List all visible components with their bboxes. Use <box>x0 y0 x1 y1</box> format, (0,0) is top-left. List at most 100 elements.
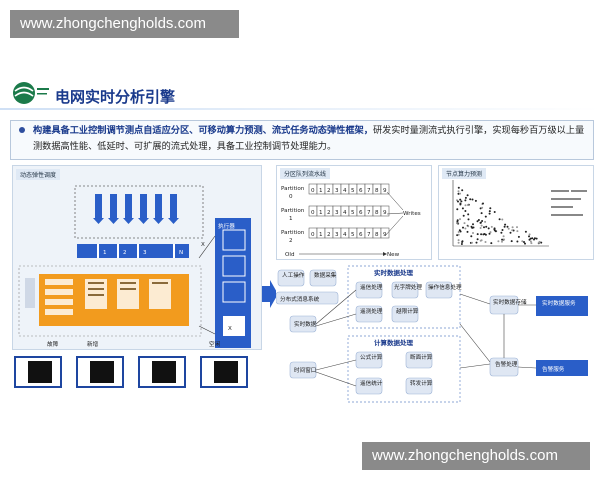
scatter-point <box>506 225 509 228</box>
description-box: 构建具备工业控制调节测点自适应分区、可移动算力预测、流式任务动态弹性框架，研发实… <box>10 120 594 160</box>
scatter-point <box>459 192 461 195</box>
partition-cell-label: 1 <box>319 188 323 194</box>
scatter-point <box>533 238 535 241</box>
watermark-bottom: www.zhongchengholds.com <box>362 442 590 470</box>
partition-cell-label: 0 <box>311 210 315 216</box>
scatter-point <box>485 225 488 228</box>
watermark-top: www.zhongchengholds.com <box>10 10 239 38</box>
partition-cell-label: 7 <box>367 188 371 194</box>
scatter-point <box>489 207 492 210</box>
panel-flow: 人工操作 数据采集 分布式消息系统 实时数据 时间窗口 实时数据处理 计算数据处… <box>276 264 594 404</box>
partition-cell-label: 8 <box>375 210 379 216</box>
scatter-point <box>488 210 491 213</box>
label-idle: 空闲 <box>209 340 221 348</box>
scatter-point <box>511 229 514 232</box>
scatter-point <box>511 226 514 229</box>
scatter-point <box>538 240 541 243</box>
scatter-point <box>482 202 484 205</box>
rt-node-5: 越限计算 <box>396 307 419 315</box>
scatter-point <box>470 235 473 238</box>
scatter-point <box>459 203 462 206</box>
partition-cell-label: 1 <box>319 232 323 238</box>
scatter-point <box>477 219 480 221</box>
x-mark-top: X <box>201 242 205 248</box>
scatter-point <box>467 218 470 221</box>
scatter-point <box>462 226 464 229</box>
partition-cell-label: 6 <box>359 232 363 238</box>
rt-node-1: 遥信处理 <box>360 283 383 291</box>
scatter-point <box>457 233 460 236</box>
scatter-point <box>484 220 487 223</box>
scatter-point <box>521 240 524 243</box>
scatter-point <box>523 241 525 243</box>
partition-cell-label: 6 <box>359 188 363 194</box>
queue-item-n: N <box>179 250 183 256</box>
server-1 <box>14 356 62 388</box>
scatter-point <box>480 212 483 215</box>
scatter-point <box>466 204 469 206</box>
scatter-point <box>507 227 510 230</box>
scatter-point <box>504 223 507 226</box>
partition-1-index: 1 <box>289 216 293 222</box>
executor-x-mark: X <box>228 326 232 332</box>
partition-2-name: Partition <box>281 230 305 236</box>
partition-cell-label: 7 <box>367 210 371 216</box>
scatter-point <box>484 241 487 243</box>
bullet-icon <box>19 127 25 133</box>
flow-time-window: 时间窗口 <box>294 366 316 374</box>
scatter-point <box>464 227 467 230</box>
scatter-point <box>462 214 465 217</box>
scatter-point <box>501 238 504 241</box>
scatter-point <box>493 211 496 213</box>
scatter-point <box>516 226 518 229</box>
scatter-point <box>493 227 496 230</box>
partition-cell-label: 2 <box>327 232 331 238</box>
scatter-point <box>472 223 474 226</box>
scatter-point <box>498 218 501 221</box>
description-rest: 研发实时量测流式执行引擎，实现每秒百万级以上量测数据高性能、低延时、可扩展的流式… <box>33 125 585 152</box>
realtime-store: 实时数据存储 <box>493 298 527 306</box>
partition-cell-label: 0 <box>311 188 315 194</box>
partition-cell-label: 8 <box>375 188 379 194</box>
slide: 电网实时分析引擎 构建具备工业控制调节测点自适应分区、可移动算力预测、流式任务动… <box>0 70 600 410</box>
panel-node-prediction: 节点算力预测 <box>438 165 594 260</box>
partition-0-name: Partition <box>281 186 305 192</box>
scatter-point <box>463 222 466 225</box>
description-bold: 构建具备工业控制调节测点自适应分区、可移动算力预测、流式任务动态弹性框架， <box>33 125 373 136</box>
scatter-point <box>475 241 478 244</box>
scatter-point <box>479 207 482 210</box>
partition-cell-label: 5 <box>351 210 355 216</box>
cp-node-1: 公式计算 <box>360 353 383 361</box>
server-2-icon <box>90 361 114 383</box>
scatter-point <box>489 231 492 234</box>
scatter-point <box>464 210 467 212</box>
scatter-point <box>479 239 482 242</box>
partition-cell-label: 5 <box>351 188 355 194</box>
scatter-point <box>479 227 482 229</box>
scatter-point <box>467 225 470 228</box>
page-title: 电网实时分析引擎 <box>55 88 176 106</box>
server-3 <box>138 356 186 388</box>
scatter-point <box>490 225 493 228</box>
flow-input-2: 数据采集 <box>314 271 337 279</box>
scatter-point <box>483 226 485 229</box>
scatter-point <box>503 225 506 228</box>
scatter-point <box>490 242 493 245</box>
flow-input-1: 人工操作 <box>282 271 305 279</box>
rt-node-3: 操作信息处理 <box>428 283 462 291</box>
scatter-point <box>487 227 490 230</box>
scatter-point <box>467 213 470 216</box>
prediction-scatter <box>452 180 587 247</box>
partition-cell-label: 2 <box>327 188 331 194</box>
scatter-point <box>528 233 531 236</box>
scatter-point <box>460 243 463 245</box>
cp-node-4: 转发计算 <box>410 379 433 387</box>
scatter-point <box>501 240 503 243</box>
cp-node-2: 断面计算 <box>410 353 433 361</box>
server-4-icon <box>214 361 238 383</box>
partition-cell-label: 3 <box>335 210 339 216</box>
label-fault: 故障 <box>47 340 59 348</box>
group-realtime-label: 实时数据处理 <box>374 268 414 277</box>
flow-bus: 分布式消息系统 <box>280 295 320 303</box>
scatter-point <box>535 237 538 240</box>
